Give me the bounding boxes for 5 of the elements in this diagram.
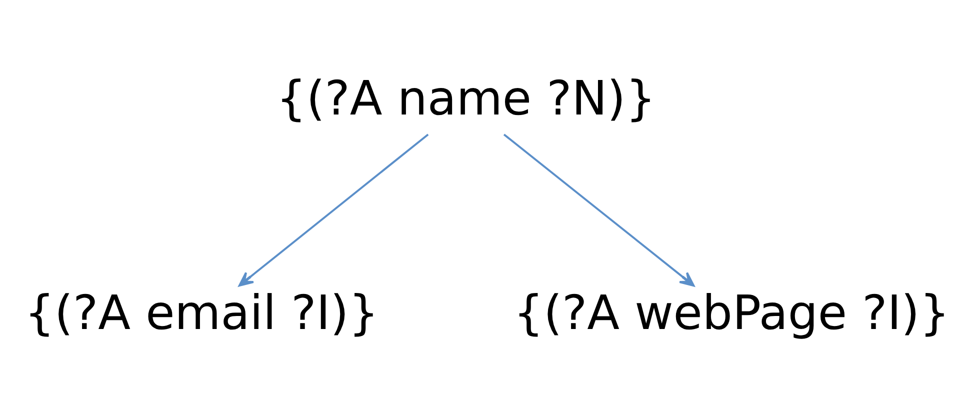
arrow (238, 133, 429, 286)
node-text: {(?A email ?I)} (24, 285, 379, 340)
node-text: {(?A name ?N)} (276, 70, 656, 126)
node-text: {(?A webPage ?I)} (513, 285, 950, 340)
arrow (503, 133, 695, 286)
